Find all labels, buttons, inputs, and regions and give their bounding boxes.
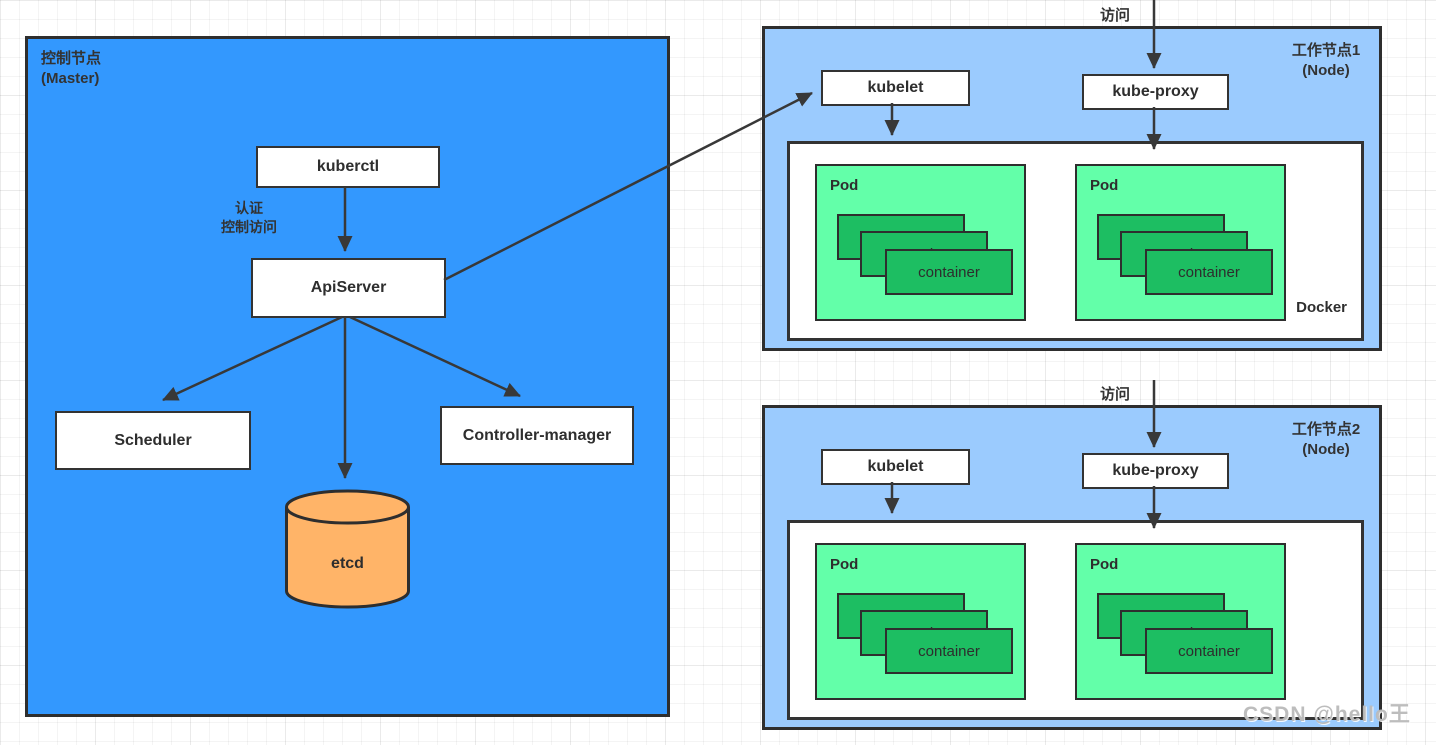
auth-access-label-line2: 控制访问 <box>221 219 277 235</box>
kubelet-label-node2: kubelet <box>867 458 924 475</box>
pod-label: Pod <box>1090 177 1119 194</box>
worker-node-2-title-line2: (Node) <box>1302 441 1350 458</box>
kube-proxy-label-node1: kube-proxy <box>1112 83 1199 100</box>
master-node-title-line1: 控制节点 <box>41 50 102 67</box>
pod-box: Pod container container container <box>1075 164 1286 321</box>
kubectl-label: kuberctl <box>316 158 380 175</box>
kubelet-label-node1: kubelet <box>867 79 924 96</box>
kube-proxy-box-node1: kube-proxy <box>1082 74 1229 110</box>
access-label-node2: 访问 <box>1100 386 1131 403</box>
etcd-cylinder-icon <box>285 489 410 609</box>
container-box: container <box>1145 628 1273 674</box>
container-box: container <box>885 249 1013 295</box>
auth-access-label-line1: 认证 <box>235 200 263 216</box>
container-box: container <box>1145 249 1273 295</box>
worker-node-1-title-line2: (Node) <box>1302 62 1350 79</box>
pod-label: Pod <box>830 177 859 194</box>
docker-runtime-box-node2: Pod container container container Pod co… <box>787 520 1364 720</box>
docker-label-node1: Docker <box>1296 299 1347 316</box>
container-box: container <box>885 628 1013 674</box>
worker-node-2-title-line1: 工作节点2 <box>1291 421 1361 438</box>
worker-node-1-box: 工作节点1 (Node) kubelet kube-proxy Pod cont… <box>762 26 1382 351</box>
apiserver-label: ApiServer <box>310 279 387 296</box>
scheduler-box: Scheduler <box>55 411 251 470</box>
kubelet-box-node2: kubelet <box>821 449 970 485</box>
scheduler-label: Scheduler <box>114 431 192 449</box>
controller-manager-label: Controller-manager <box>462 426 612 444</box>
kubelet-box-node1: kubelet <box>821 70 970 106</box>
worker-node-1-title: 工作节点1 (Node) <box>1261 41 1391 81</box>
docker-runtime-box-node1: Pod container container container Pod co… <box>787 141 1364 341</box>
auth-access-label: 认证 控制访问 <box>189 199 309 237</box>
pod-box: Pod container container container <box>815 543 1026 700</box>
kubectl-box: kuberctl <box>256 146 440 188</box>
master-node-box: 控制节点 (Master) kuberctl 认证 控制访问 ApiServer… <box>25 36 670 717</box>
worker-node-1-title-line1: 工作节点1 <box>1291 42 1361 59</box>
kube-proxy-label-node2: kube-proxy <box>1112 462 1199 479</box>
master-node-title-line2: (Master) <box>41 70 100 87</box>
apiserver-box: ApiServer <box>251 258 446 318</box>
etcd-cylinder: etcd <box>284 489 411 609</box>
etcd-label: etcd <box>331 555 364 572</box>
kube-proxy-box-node2: kube-proxy <box>1082 453 1229 489</box>
controller-manager-box: Controller-manager <box>440 406 634 465</box>
worker-node-2-box: 工作节点2 (Node) kubelet kube-proxy Pod cont… <box>762 405 1382 730</box>
pod-label: Pod <box>830 556 859 573</box>
pod-label: Pod <box>1090 556 1119 573</box>
worker-node-2-title: 工作节点2 (Node) <box>1261 420 1391 460</box>
pod-box: Pod container container container <box>1075 543 1286 700</box>
access-label-node1: 访问 <box>1100 7 1131 24</box>
master-node-title: 控制节点 (Master) <box>41 49 101 89</box>
watermark: CSDN @hello王 <box>1243 703 1411 726</box>
pod-box: Pod container container container <box>815 164 1026 321</box>
